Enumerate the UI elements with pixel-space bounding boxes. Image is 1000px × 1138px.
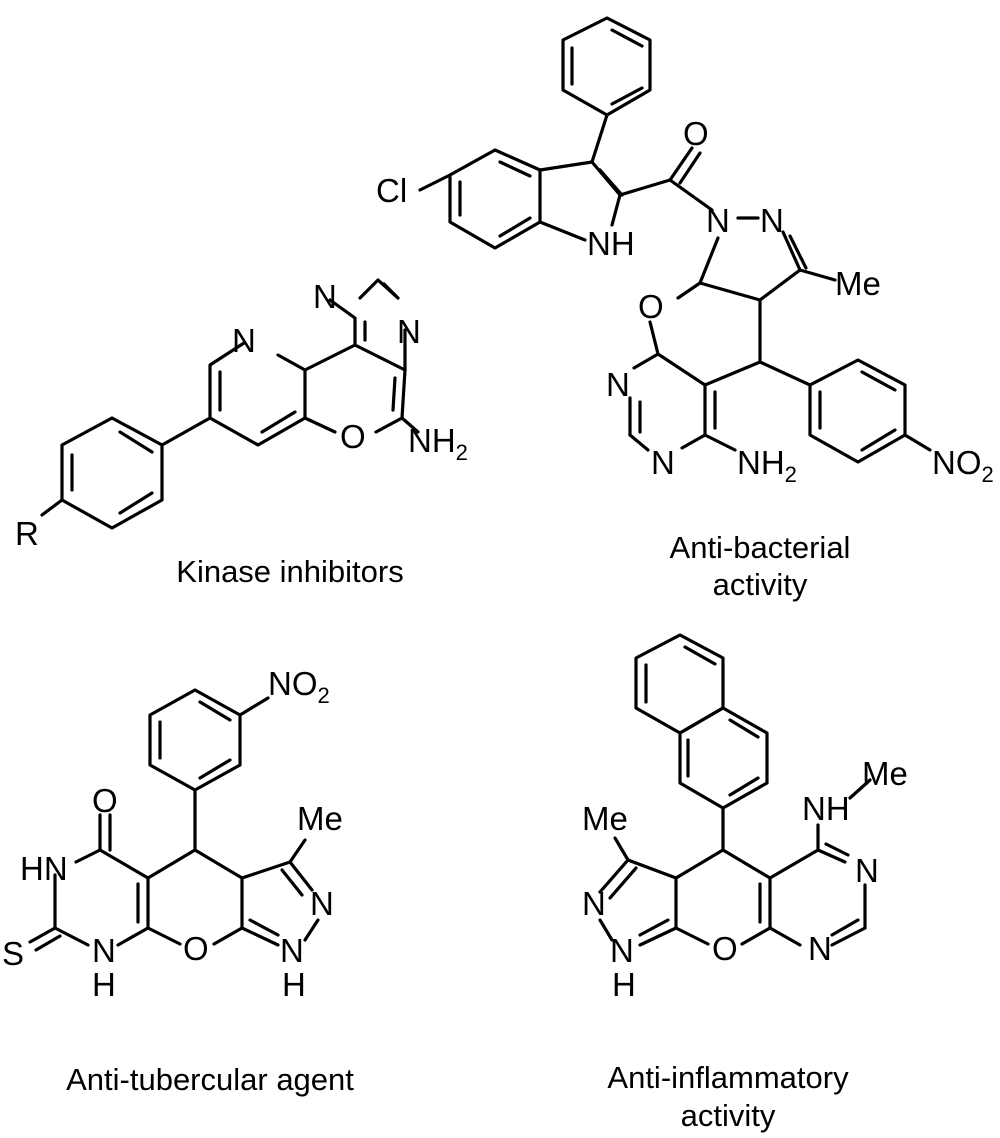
atom-cl: Cl xyxy=(376,172,407,209)
atom-n-pyrazole: N xyxy=(310,885,334,922)
atom-n-pyrimidine-top: N xyxy=(606,366,630,403)
atom-me-left: Me xyxy=(582,800,628,837)
atom-n-pyrimidine-right: N xyxy=(397,313,421,350)
atom-n2-pyrazole: N xyxy=(760,202,784,239)
molecule-kinase-inhibitor: N N N O NH2 R Kinase inhibitors xyxy=(15,278,468,589)
atom-nh-h: H xyxy=(612,966,636,1003)
atom-o-carbonyl: O xyxy=(683,115,709,152)
caption-anti-inflammatory-line-1: Anti-inflammatory xyxy=(607,1060,849,1095)
atom-o-pyran: O xyxy=(638,288,664,325)
atom-n-pyrimidine-top: N xyxy=(313,278,337,315)
atom-s: S xyxy=(2,935,24,972)
atom-o-furan: O xyxy=(340,418,366,455)
atom-n1-pyrazole: N xyxy=(706,202,730,239)
atom-me: Me xyxy=(835,265,881,302)
atom-me: Me xyxy=(297,800,343,837)
caption-anti-tubercular: Anti-tubercular agent xyxy=(66,1062,354,1097)
atom-n-pyrimidine-bottom: N xyxy=(651,444,675,481)
atom-nh-n: N xyxy=(610,932,634,969)
molecule-anti-inflammatory: Me Me NH N N N N H O Anti-inflammatory a… xyxy=(582,633,908,1133)
bonds xyxy=(418,16,932,464)
bonds xyxy=(598,633,872,947)
atom-n-pyrimidine-top: N xyxy=(855,852,879,889)
atom-nh2-n: N xyxy=(280,932,304,969)
atom-nh2-h: H xyxy=(282,966,306,1003)
atom-nh-amine: NH xyxy=(802,790,850,827)
caption-anti-bacterial-line-2: activity xyxy=(713,567,808,602)
atom-me-right: Me xyxy=(862,755,908,792)
atom-amine: NH2 xyxy=(408,422,468,465)
atom-nh-indole: NH xyxy=(587,225,635,262)
atom-o-pyran: O xyxy=(712,930,738,967)
atom-n-pyrazole: N xyxy=(582,885,606,922)
caption-kinase-inhibitors: Kinase inhibitors xyxy=(176,554,403,589)
atom-amine: NH2 xyxy=(737,444,797,487)
atom-n-pyridine: N xyxy=(232,322,256,359)
molecule-anti-tubercular: NO2 O HN S N H O Me N N H Anti-tubercula… xyxy=(2,665,354,1097)
molecule-anti-bacterial: Cl NH O N N Me O N N NH2 NO2 Anti-bacter… xyxy=(376,16,994,602)
bonds xyxy=(28,688,320,952)
atom-n-pyrimidine-bottom: N xyxy=(808,930,832,967)
atom-nitro: NO2 xyxy=(932,444,994,487)
atom-r-group: R xyxy=(15,515,39,552)
caption-anti-bacterial-line-1: Anti-bacterial xyxy=(670,530,851,565)
atom-hn: HN xyxy=(20,850,68,887)
caption-anti-inflammatory-line-2: activity xyxy=(681,1098,776,1133)
atom-o-carbonyl: O xyxy=(92,782,118,819)
atom-nh-h: H xyxy=(92,966,116,1003)
bonds xyxy=(40,278,420,530)
atom-nh-n: N xyxy=(92,932,116,969)
atom-o-pyran: O xyxy=(183,930,209,967)
atom-nitro: NO2 xyxy=(268,665,330,708)
